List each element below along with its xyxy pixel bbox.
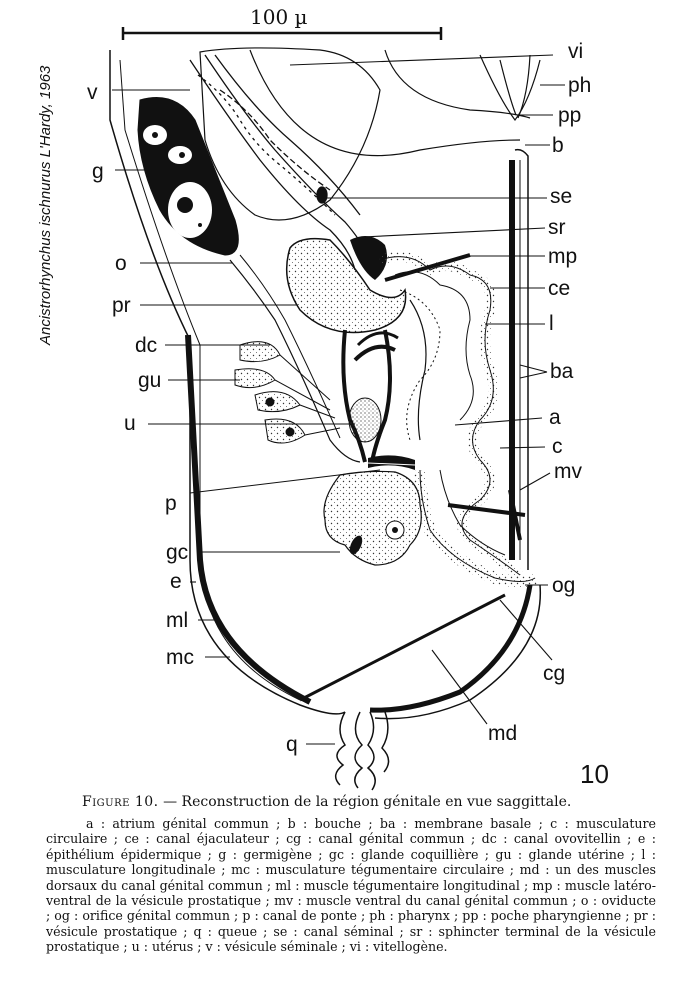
label-ce: ce [548, 277, 570, 300]
label-mc: mc [166, 646, 194, 669]
label-q: q [286, 733, 298, 756]
ejaculatory-canal [378, 251, 523, 580]
label-vi: vi [568, 40, 583, 63]
label-pr: pr [112, 294, 131, 317]
label-v: v [87, 81, 98, 104]
ventral-muscle [447, 503, 526, 517]
label-ml: ml [166, 609, 188, 632]
species-title: Ancistrorhynchus ischnurus L'Hardy, 1963 [37, 65, 54, 346]
label-u: u [124, 412, 136, 435]
caption-figure-label: Figure 10. [82, 794, 159, 810]
label-md: md [488, 722, 517, 745]
labels: vi ph pp b v g se sr o mp ce pr l dc ba … [87, 40, 609, 789]
dorsal-muscle [299, 593, 506, 702]
label-mv: mv [554, 460, 582, 483]
uterus [229, 254, 399, 463]
label-p: p [165, 492, 177, 515]
caption-title-line: Figure 10. — Reconstruction de la région… [82, 794, 656, 810]
label-b: b [552, 134, 564, 157]
uterine-glands [234, 341, 341, 444]
label-l: l [549, 312, 554, 335]
label-dc: dc [135, 334, 157, 357]
label-mp: mp [548, 245, 577, 268]
scale-label: 100 µ [250, 5, 308, 29]
seminal-vesicle [189, 54, 371, 271]
terminal-sphincter [350, 236, 388, 280]
vitellogene [199, 47, 381, 221]
laying-canal [368, 455, 415, 470]
shell-gland [323, 470, 422, 566]
tail [334, 711, 390, 791]
latero-ventral-muscle [384, 253, 471, 282]
label-o: o [115, 252, 127, 275]
leader-lines [112, 54, 565, 745]
label-og: og [552, 574, 575, 597]
genital-region-diagram: Ancistrorhynchus ischnurus L'Hardy, 1963… [37, 5, 609, 791]
caption-legend: a : atrium génital commun ; b : bouche ;… [46, 816, 656, 955]
label-g: g [92, 160, 104, 183]
label-pp: pp [558, 104, 581, 127]
label-e: e [170, 570, 182, 593]
germigene [137, 97, 239, 256]
label-c: c [552, 435, 563, 458]
label-ba: ba [550, 360, 574, 383]
label-sr: sr [548, 216, 566, 239]
caption-title: — Reconstruction de la région génitale e… [158, 794, 572, 810]
figure-caption: Figure 10. — Reconstruction de la région… [46, 794, 656, 955]
prostatic-vesicle [285, 237, 407, 334]
common-genital-atrium [409, 299, 539, 588]
label-cg: cg [543, 662, 565, 685]
label-gu: gu [138, 369, 161, 392]
label-se: se [550, 185, 572, 208]
label-a: a [549, 406, 561, 429]
figure-number: 10 [580, 759, 609, 789]
label-gc: gc [166, 541, 188, 564]
label-ph: ph [568, 74, 591, 97]
scale-bar: 100 µ [121, 5, 443, 40]
pharynx [249, 49, 541, 157]
